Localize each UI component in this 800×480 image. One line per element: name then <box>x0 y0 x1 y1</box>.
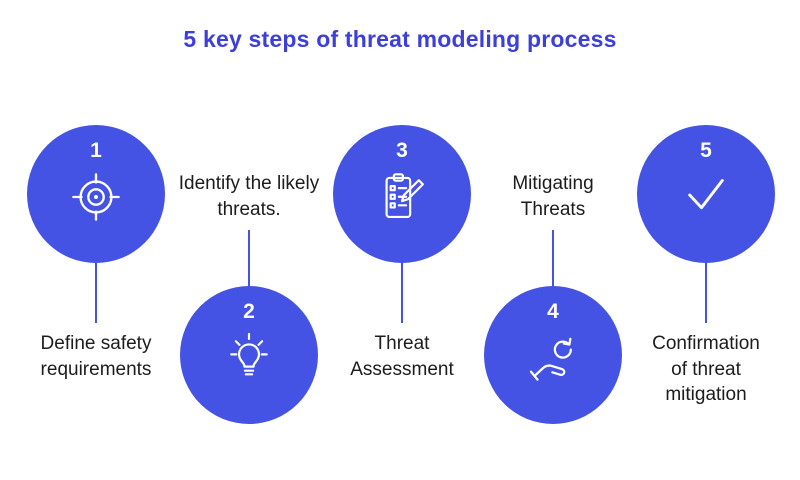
connector-line <box>401 263 403 323</box>
step-number: 1 <box>90 139 102 162</box>
step-number: 4 <box>547 300 559 323</box>
step-1: 1 Define safety requirements <box>11 125 181 382</box>
connector-line <box>248 230 250 286</box>
step-label: Define safety requirements <box>40 333 152 380</box>
step-number: 5 <box>700 139 712 162</box>
step-number: 3 <box>396 139 408 162</box>
step-1-circle: 1 <box>27 125 165 263</box>
step-4: Mitigating Threats 4 <box>468 170 638 424</box>
step-label: Mitigating Threats <box>512 173 594 220</box>
page-title: 5 key steps of threat modeling process <box>183 26 617 52</box>
connector-line <box>95 263 97 323</box>
lightbulb-icon <box>220 329 278 387</box>
step-2-circle: 2 <box>180 286 318 424</box>
step-3: 3 Threat Assessment <box>317 125 487 382</box>
step-label: Threat Assessment <box>350 333 454 380</box>
step-number: 2 <box>243 300 255 323</box>
step-label: Identify the likely threats. <box>178 173 320 220</box>
target-icon <box>67 168 125 226</box>
checkmark-icon <box>677 168 735 222</box>
checklist-pencil-icon <box>373 168 431 226</box>
connector-line <box>552 230 554 286</box>
connector-line <box>705 263 707 323</box>
step-2: Identify the likely threats. 2 <box>164 170 334 424</box>
step-label: Confirmation of threat mitigation <box>652 333 760 406</box>
step-5-circle: 5 <box>637 125 775 263</box>
step-3-circle: 3 <box>333 125 471 263</box>
step-4-circle: 4 <box>484 286 622 424</box>
hand-refresh-icon <box>523 329 583 389</box>
step-5: 5 Confirmation of threat mitigation <box>621 125 791 408</box>
